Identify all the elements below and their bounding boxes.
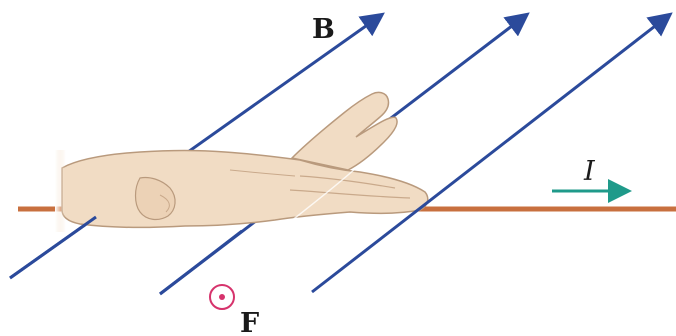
field-line-segment xyxy=(10,217,96,278)
label-magnetic-field: B xyxy=(312,14,335,45)
label-force: F xyxy=(240,308,259,336)
label-current: I xyxy=(583,156,596,187)
out-of-page-dot-icon xyxy=(210,285,234,309)
field-line-segment xyxy=(160,231,242,294)
